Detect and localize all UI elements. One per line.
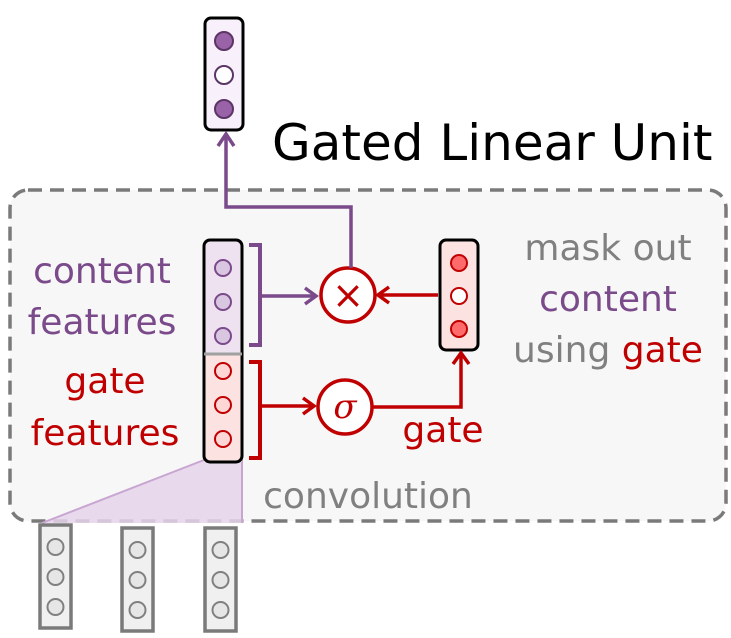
multiply-node: × (319, 266, 377, 324)
diagram-title: Gated Linear Unit (272, 114, 712, 172)
content-features-label-line2: features (28, 302, 177, 343)
mask-label-line3: using gate (513, 330, 703, 371)
input-vector (203, 526, 238, 633)
multiply-symbol: × (332, 273, 364, 317)
mask-label-line2: content (539, 279, 677, 320)
gate-features-label-line1: gate (64, 361, 145, 402)
convolution-label: convolution (263, 476, 473, 517)
gate-features-label-line2: features (31, 413, 180, 454)
gate-bracket (249, 360, 262, 460)
conv-feature-vector (202, 238, 244, 464)
content-feature-dot (214, 293, 232, 311)
content-features-label-line1: content (33, 251, 171, 292)
gate-feature-dot (214, 362, 232, 380)
input-vector (120, 526, 155, 633)
gate-feature-dot (214, 430, 232, 448)
content-feature-dot (214, 327, 232, 345)
mask-label-line1: mask out (524, 228, 691, 269)
sigmoid-symbol: σ (333, 387, 357, 427)
gate-output-label: gate (402, 410, 483, 451)
content-feature-dot (214, 259, 232, 277)
sigmoid-node: σ (316, 378, 374, 436)
convolution-receptive-field (42, 460, 242, 523)
gate-vector (438, 238, 480, 352)
output-vector (203, 16, 245, 132)
glu-block-container (8, 188, 728, 523)
input-vector (38, 523, 73, 630)
mask-label-using: using (513, 330, 610, 371)
mask-label-gate: gate (622, 330, 703, 371)
gate-feature-dot (214, 396, 232, 414)
